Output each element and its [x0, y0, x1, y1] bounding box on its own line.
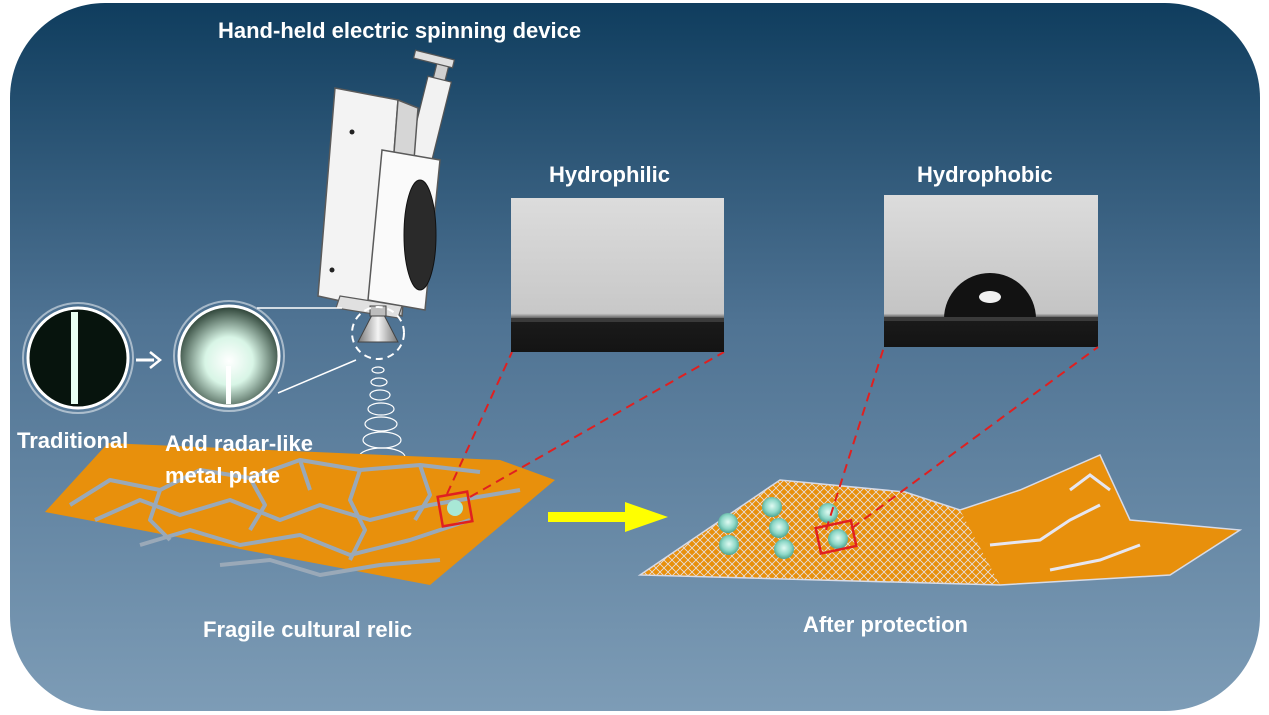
arrow-right-icon: [136, 351, 163, 369]
hydrophobic-image: [884, 195, 1098, 347]
hydrophilic-image: [511, 198, 724, 352]
spinning-device-icon: [317, 49, 456, 319]
after-protection-label: After protection: [803, 612, 968, 637]
droplet-icon: [718, 497, 848, 559]
protected-sheet: [637, 454, 1243, 586]
hydrophobic-label: Hydrophobic: [917, 162, 1053, 187]
relic-label: Fragile cultural relic: [203, 617, 413, 642]
radar-label: Add radar-like metal plate: [165, 428, 313, 492]
radar-label-line2: metal plate: [165, 463, 280, 488]
hydrophilic-label: Hydrophilic: [549, 162, 671, 187]
radar-inset: [173, 300, 285, 412]
relic-plate: [45, 443, 555, 585]
arrow-right-icon: [548, 502, 668, 532]
traditional-inset: [22, 302, 134, 414]
radar-label-line1: Add radar-like: [165, 431, 313, 456]
spray-nozzle-icon: [351, 305, 405, 360]
traditional-label: Traditional: [17, 428, 129, 453]
figure-title: Hand-held electric spinning device: [218, 18, 582, 43]
